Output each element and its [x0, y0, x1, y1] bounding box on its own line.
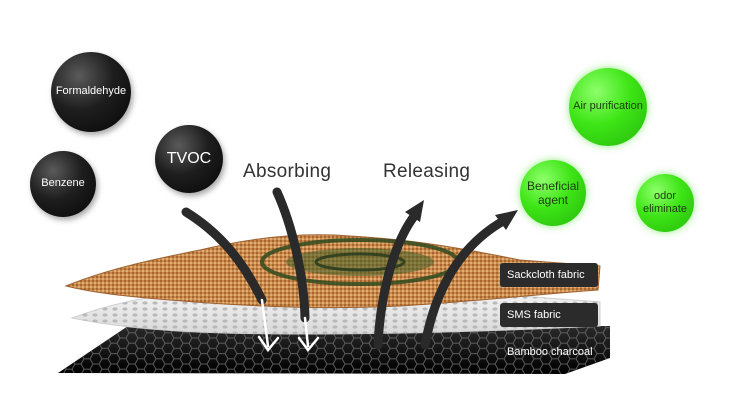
formaldehyde-bubble: Formaldehyde: [51, 52, 131, 132]
bamboo-charcoal-tag-label: Bamboo charcoal: [507, 346, 593, 358]
releasing-arrow-heads: [405, 200, 518, 230]
releasing-label: Releasing: [383, 161, 471, 182]
absorbing-arrow-tips: [257, 298, 320, 353]
sms-fabric-tag-label: SMS fabric: [507, 309, 561, 321]
odor-eliminate-bubble: odor eliminate: [636, 174, 694, 232]
sackcloth-fabric-tag-label: Sackcloth fabric: [507, 269, 585, 281]
odor-eliminate-label: odor eliminate: [642, 189, 688, 215]
air-purification-label: Air purification: [573, 100, 643, 113]
beneficial-agent-bubble: Beneficial agent: [520, 160, 586, 226]
air-purification-bubble: Air purification: [569, 68, 647, 146]
benzene-bubble: Benzene: [30, 151, 96, 217]
sackcloth-fabric-tag: Sackcloth fabric: [500, 263, 598, 287]
absorbing-arrows: [181, 187, 310, 323]
releasing-arrows: [373, 210, 510, 350]
tvoc-label: TVOC: [166, 150, 212, 168]
bamboo-charcoal-layer: [58, 326, 610, 374]
bamboo-charcoal-tag: Bamboo charcoal: [500, 340, 604, 364]
beneficial-agent-label: Beneficial agent: [527, 178, 580, 207]
absorbing-label: Absorbing: [243, 161, 332, 182]
benzene-label: Benzene: [41, 177, 85, 190]
sms-fabric-tag: SMS fabric: [500, 303, 598, 327]
formaldehyde-label: Formaldehyde: [55, 85, 127, 98]
tvoc-bubble: TVOC: [155, 125, 223, 193]
